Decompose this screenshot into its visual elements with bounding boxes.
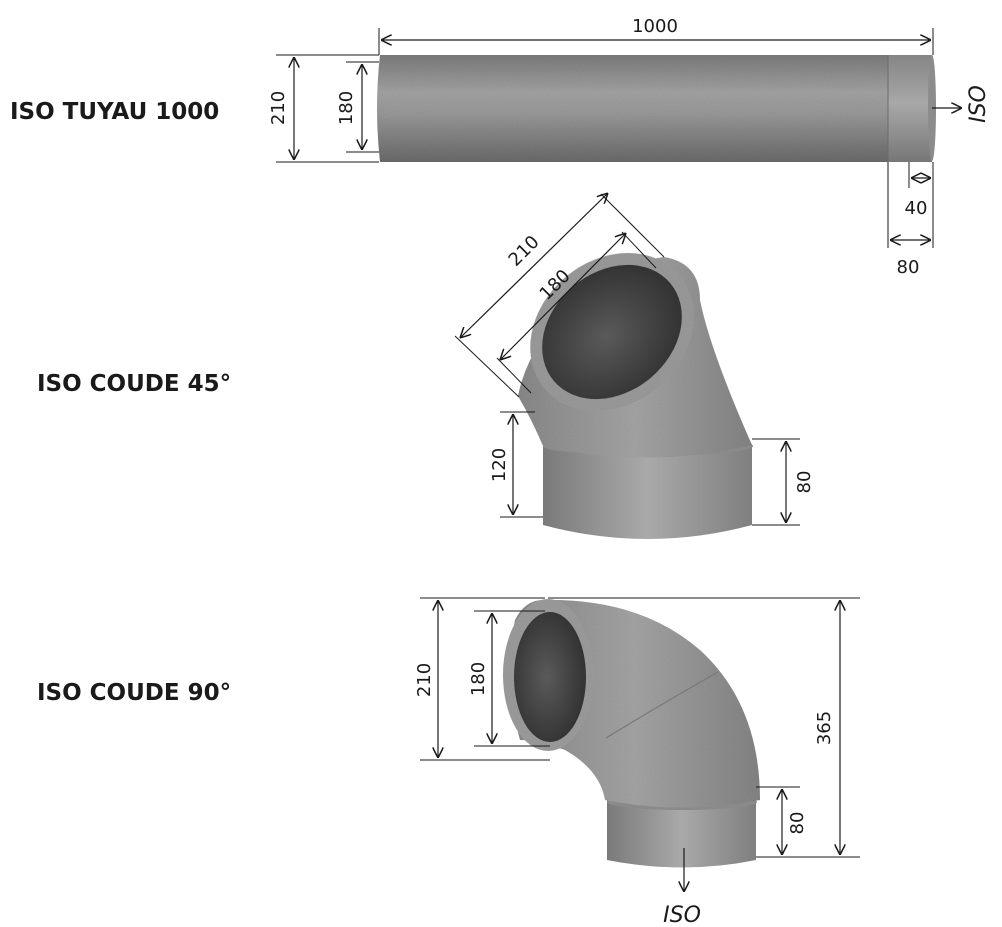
elbow-90-illustration: [503, 599, 760, 868]
iso-mark-pipe: ISO: [966, 85, 991, 123]
iso-mark-elbow90: ISO: [663, 903, 701, 927]
dim-pipe-length: 1000: [632, 16, 678, 37]
dim-elbow45-sleeve: 80: [794, 471, 815, 494]
dim-elbow90-sleeve: 80: [787, 812, 808, 835]
dim-elbow45-outer: 210: [505, 232, 544, 271]
dim-pipe-outer: 210: [268, 91, 289, 125]
dim-pipe-inner: 180: [336, 91, 357, 125]
label-pipe: ISO TUYAU 1000: [10, 99, 219, 125]
dim-elbow90-outer: 210: [414, 663, 435, 697]
label-elbow-90: ISO COUDE 90°: [37, 680, 231, 706]
elbow-45-illustration: [518, 252, 753, 539]
label-elbow-45: ISO COUDE 45°: [37, 371, 231, 397]
elbow-90-dimensions: 210 180 365 80 ISO: [414, 597, 860, 927]
dim-elbow45-height: 120: [489, 448, 510, 482]
dim-pipe-sleeve-inner: 40: [905, 198, 928, 219]
pipe-dimensions: 1000 210 180 40 80 ISO: [268, 16, 991, 278]
pipe-illustration: [377, 55, 936, 162]
dim-pipe-sleeve: 80: [897, 257, 920, 278]
dim-elbow90-total: 365: [814, 711, 835, 745]
dim-elbow90-inner: 180: [468, 662, 489, 696]
